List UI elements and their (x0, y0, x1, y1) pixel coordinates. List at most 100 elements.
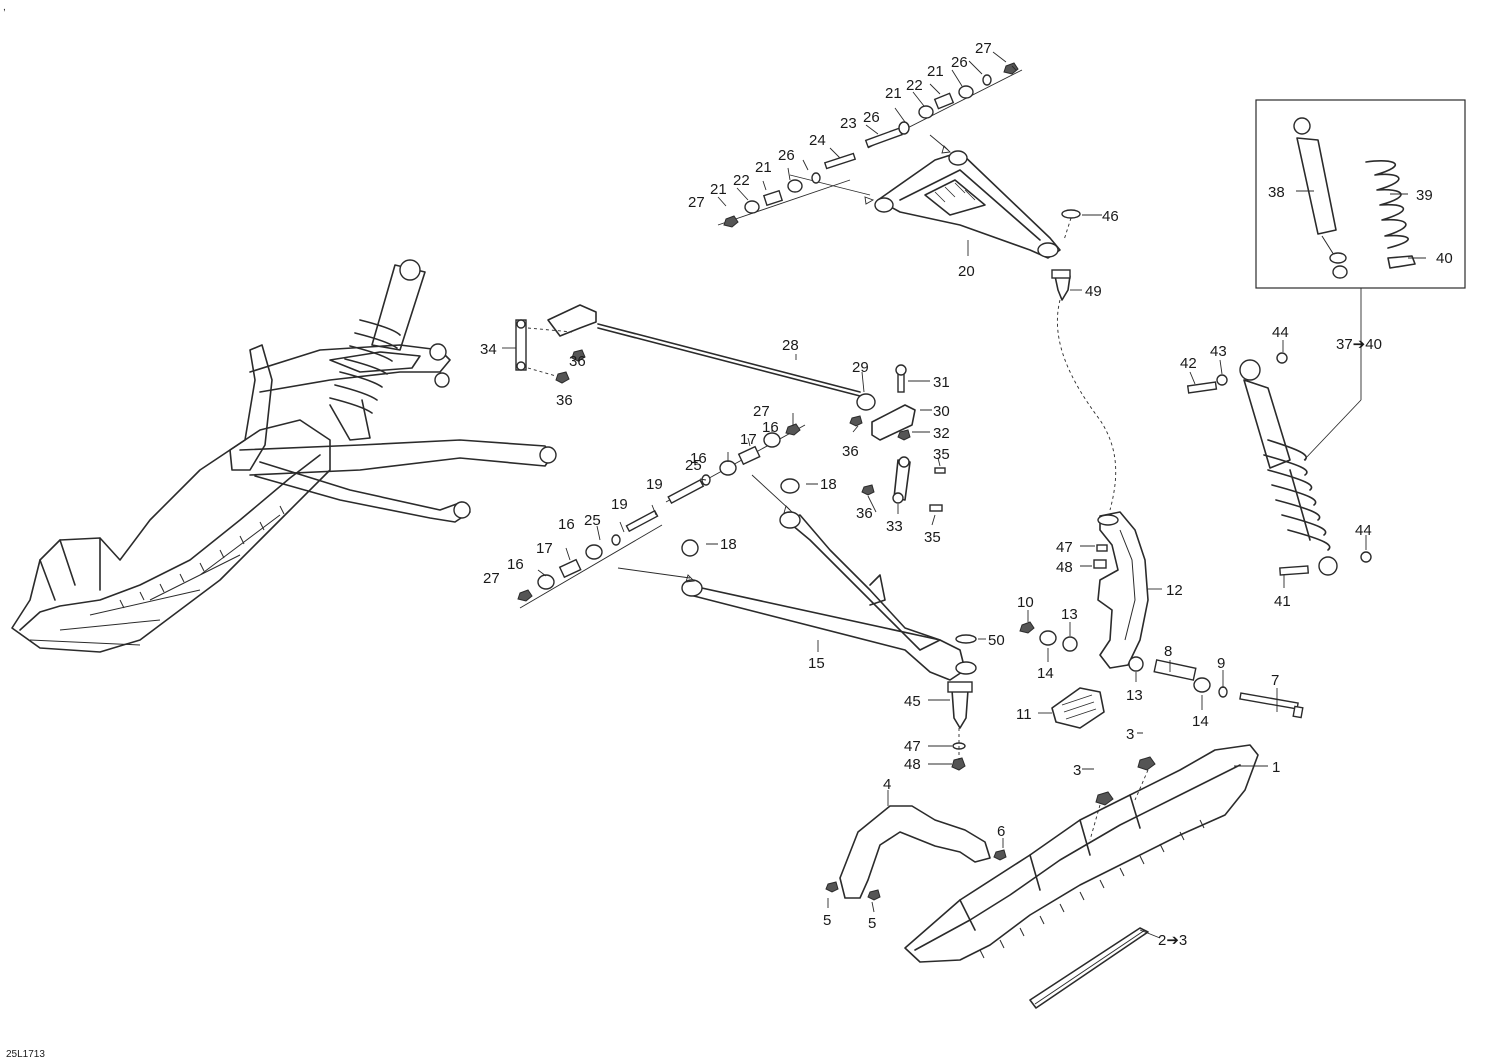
callout-label: 22 (733, 172, 750, 189)
callout-label: 26 (951, 54, 968, 71)
leader-lines (502, 51, 1426, 939)
callout-label: 4 (883, 776, 891, 793)
callout-label: 2➔3 (1158, 932, 1187, 949)
corner-mark: , (3, 2, 6, 13)
callout-label: 43 (1210, 343, 1227, 360)
shock-components-inset (1255, 99, 1466, 461)
callout-label: 16 (690, 450, 707, 467)
callout-label: 35 (933, 446, 950, 463)
callout-label: 19 (611, 496, 628, 513)
callout-label: 9 (1217, 655, 1225, 672)
callout-label: 16 (762, 419, 779, 436)
upper-a-arm-part-20 (874, 150, 1061, 259)
callout-label: 30 (933, 403, 950, 420)
callout-label: 27 (483, 570, 500, 587)
callout-labels: 1 2➔3 3 3 4 5 5 6 7 8 9 10 11 12 13 13 1… (480, 40, 1453, 949)
ski-handle-part-4 (825, 805, 1007, 901)
callout-label: 39 (1416, 187, 1433, 204)
diagram-reference-code: 25L1713 (6, 1049, 45, 1060)
callout-label: 36 (842, 443, 859, 460)
callout-label: 47 (904, 738, 921, 755)
callout-label: 45 (904, 693, 921, 710)
callout-label: 13 (1061, 606, 1078, 623)
wear-pad-part-11 (1051, 687, 1105, 729)
callout-label: 41 (1274, 593, 1291, 610)
callout-label: 20 (958, 263, 975, 280)
callout-label: 46 (1102, 208, 1119, 225)
callout-label: 47 (1056, 539, 1073, 556)
callout-label: 44 (1355, 522, 1372, 539)
callout-label: 5 (868, 915, 876, 932)
callout-label: 23 (840, 115, 857, 132)
callout-label: 15 (808, 655, 825, 672)
callout-label: 21 (710, 181, 727, 198)
callout-label: 34 (480, 341, 497, 358)
callout-label: 22 (906, 77, 923, 94)
callout-label: 36 (556, 392, 573, 409)
callout-label: 5 (823, 912, 831, 929)
sway-bar-part-28 (515, 304, 861, 397)
upper-arm-hardware-front (717, 152, 875, 228)
callout-label: 36 (856, 505, 873, 522)
callout-label: 12 (1166, 582, 1183, 599)
callout-label: 27 (753, 403, 770, 420)
callout-label: 29 (852, 359, 869, 376)
sway-bar-link (861, 456, 946, 512)
lower-arm-hardware-front (517, 509, 699, 609)
callout-label: 26 (863, 109, 880, 126)
callout-label: 11 (1016, 706, 1032, 723)
callout-label: 21 (927, 63, 944, 80)
callout-label: 21 (885, 85, 902, 102)
callout-label: 48 (1056, 559, 1073, 576)
callout-label: 16 (507, 556, 524, 573)
callout-label: 24 (809, 132, 826, 149)
shock-assembly (1186, 352, 1372, 576)
callout-label: 7 (1271, 672, 1279, 689)
callout-label: 21 (755, 159, 772, 176)
callout-label: 14 (1037, 665, 1054, 682)
callout-label: 32 (933, 425, 950, 442)
callout-label: 17 (536, 540, 553, 557)
callout-label: 40 (1436, 250, 1453, 267)
callout-label: 8 (1164, 643, 1172, 660)
ski-part-1 (904, 744, 1259, 1009)
callout-label: 42 (1180, 355, 1197, 372)
ball-joint-upper (1051, 209, 1117, 511)
callout-label: 26 (778, 147, 795, 164)
callout-label: 19 (646, 476, 663, 493)
callout-label: 27 (688, 194, 705, 211)
spindle-hardware (1019, 621, 1304, 719)
callout-label: 6 (997, 823, 1005, 840)
callout-label: 13 (1126, 687, 1143, 704)
callout-label: 18 (720, 536, 737, 553)
callout-label: 33 (886, 518, 903, 535)
callout-label: 37➔40 (1336, 336, 1382, 353)
sway-bar-bracket (849, 364, 916, 441)
callout-label: 18 (820, 476, 837, 493)
callout-label: 3 (1073, 762, 1081, 779)
callout-label: 50 (988, 632, 1005, 649)
callout-label: 36 (569, 353, 586, 370)
callout-label: 48 (904, 756, 921, 773)
assembled-suspension-illustration (11, 259, 557, 653)
callout-label: 31 (933, 374, 950, 391)
lower-arm-hardware-rear (665, 423, 806, 505)
lower-a-arm-part-15 (617, 474, 977, 681)
callout-label: 28 (782, 337, 799, 354)
callout-label: 35 (924, 529, 941, 546)
upper-arm-hardware-rear (864, 62, 1023, 154)
callout-label: 1 (1272, 759, 1280, 776)
callout-label: 25 (685, 457, 702, 474)
callout-label: 44 (1272, 324, 1289, 341)
spindle-part-12 (1093, 511, 1149, 669)
callout-label: 10 (1017, 594, 1034, 611)
callout-label: 27 (975, 40, 992, 57)
callout-label: 3 (1126, 726, 1134, 743)
callout-label: 25 (584, 512, 601, 529)
callout-label: 38 (1268, 184, 1285, 201)
callout-label: 14 (1192, 713, 1209, 730)
callout-label: 49 (1085, 283, 1102, 300)
callout-label: 17 (740, 431, 757, 448)
